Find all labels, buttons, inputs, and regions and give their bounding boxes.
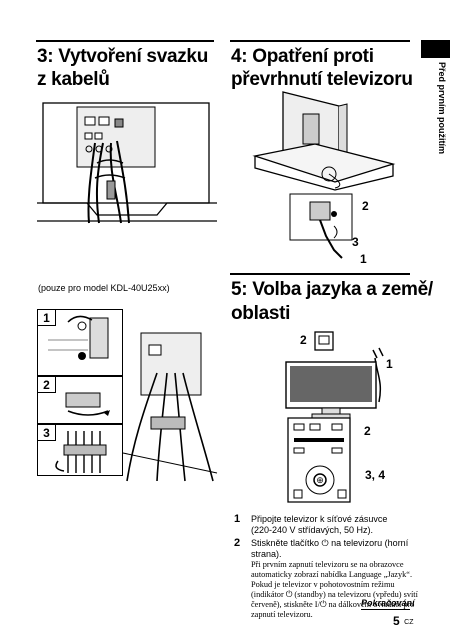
tv-back-cable-illustration	[37, 102, 217, 235]
lang-callout-3-4: 3, 4	[365, 468, 386, 482]
lang-callout-2-top: 2	[300, 333, 307, 347]
detail-line-2: automaticky zobrazí nabídka Language „Ja…	[251, 570, 413, 579]
section-4-rule	[230, 40, 410, 42]
section-5-title-line2: oblasti	[231, 303, 291, 324]
detail-line-4: (indikátor ⏻ (standby) na televizoru (vp…	[251, 590, 418, 599]
tv-stand-cable-bundle-illustration	[122, 332, 218, 482]
svg-text:⊕: ⊕	[316, 475, 324, 485]
section-5-rule	[230, 273, 410, 275]
page-number: 5	[393, 614, 400, 628]
step-2-text-line1: Stiskněte tlačítko ⏻ na televizoru (horn…	[251, 538, 409, 548]
detail-line-6: zapnutí televizoru.	[251, 610, 313, 619]
side-tab-marker	[421, 40, 450, 58]
continue-label: Pokračování	[361, 598, 415, 608]
lang-callout-2-remote: 2	[364, 424, 371, 438]
step-1-number: 1	[234, 513, 241, 525]
section-3-title-line1: 3: Vytvoření svazku	[37, 46, 209, 67]
model-note: (pouze pro model KDL-40U25xx)	[38, 283, 170, 293]
tip-over-detail-illustration	[289, 193, 353, 259]
tv-front-illustration	[285, 361, 377, 419]
step-1-text-line1: Připojte televizor k síťové zásuvce	[251, 514, 388, 524]
tip-over-callout-2: 2	[362, 199, 369, 213]
step-2-text-line2: strana).	[251, 549, 282, 559]
bundle-step-3-badge: 3	[37, 424, 56, 441]
tip-over-callout-1: 1	[360, 252, 367, 266]
section-4-title-line1: 4: Opatření proti	[231, 46, 374, 67]
page-lang-suffix: CZ	[404, 619, 414, 626]
side-tab-label: Před prvním použitím	[437, 62, 447, 155]
section-5-title-line1: 5: Volba jazyka a země/	[231, 279, 433, 300]
remote-control-illustration: ⊕	[287, 417, 351, 503]
section-3-rule	[36, 40, 214, 42]
detail-line-3: Pokud je televizor v pohotovostním režim…	[251, 580, 395, 589]
tip-over-callout-3: 3	[352, 235, 359, 249]
section-4-title-line2: převrhnutí televizoru	[231, 69, 413, 90]
step-2-number: 2	[234, 537, 241, 549]
tv-on-stand-illustration	[252, 91, 396, 191]
section-3-title-line2: z kabelů	[37, 69, 110, 90]
detail-line-5: červeně), stiskněte I/⏻ na dálkovém ovla…	[251, 600, 415, 609]
bundle-step-2-badge: 2	[37, 376, 56, 393]
continue-underline	[361, 609, 410, 610]
step-1-text-line2: (220-240 V střídavých, 50 Hz).	[251, 525, 374, 535]
page-number-group: 5 CZ	[393, 612, 413, 630]
detail-line-1: Při prvním zapnutí televizoru se na obra…	[251, 560, 404, 569]
lang-callout-1: 1	[386, 357, 393, 371]
bundle-step-1-badge: 1	[37, 309, 56, 326]
